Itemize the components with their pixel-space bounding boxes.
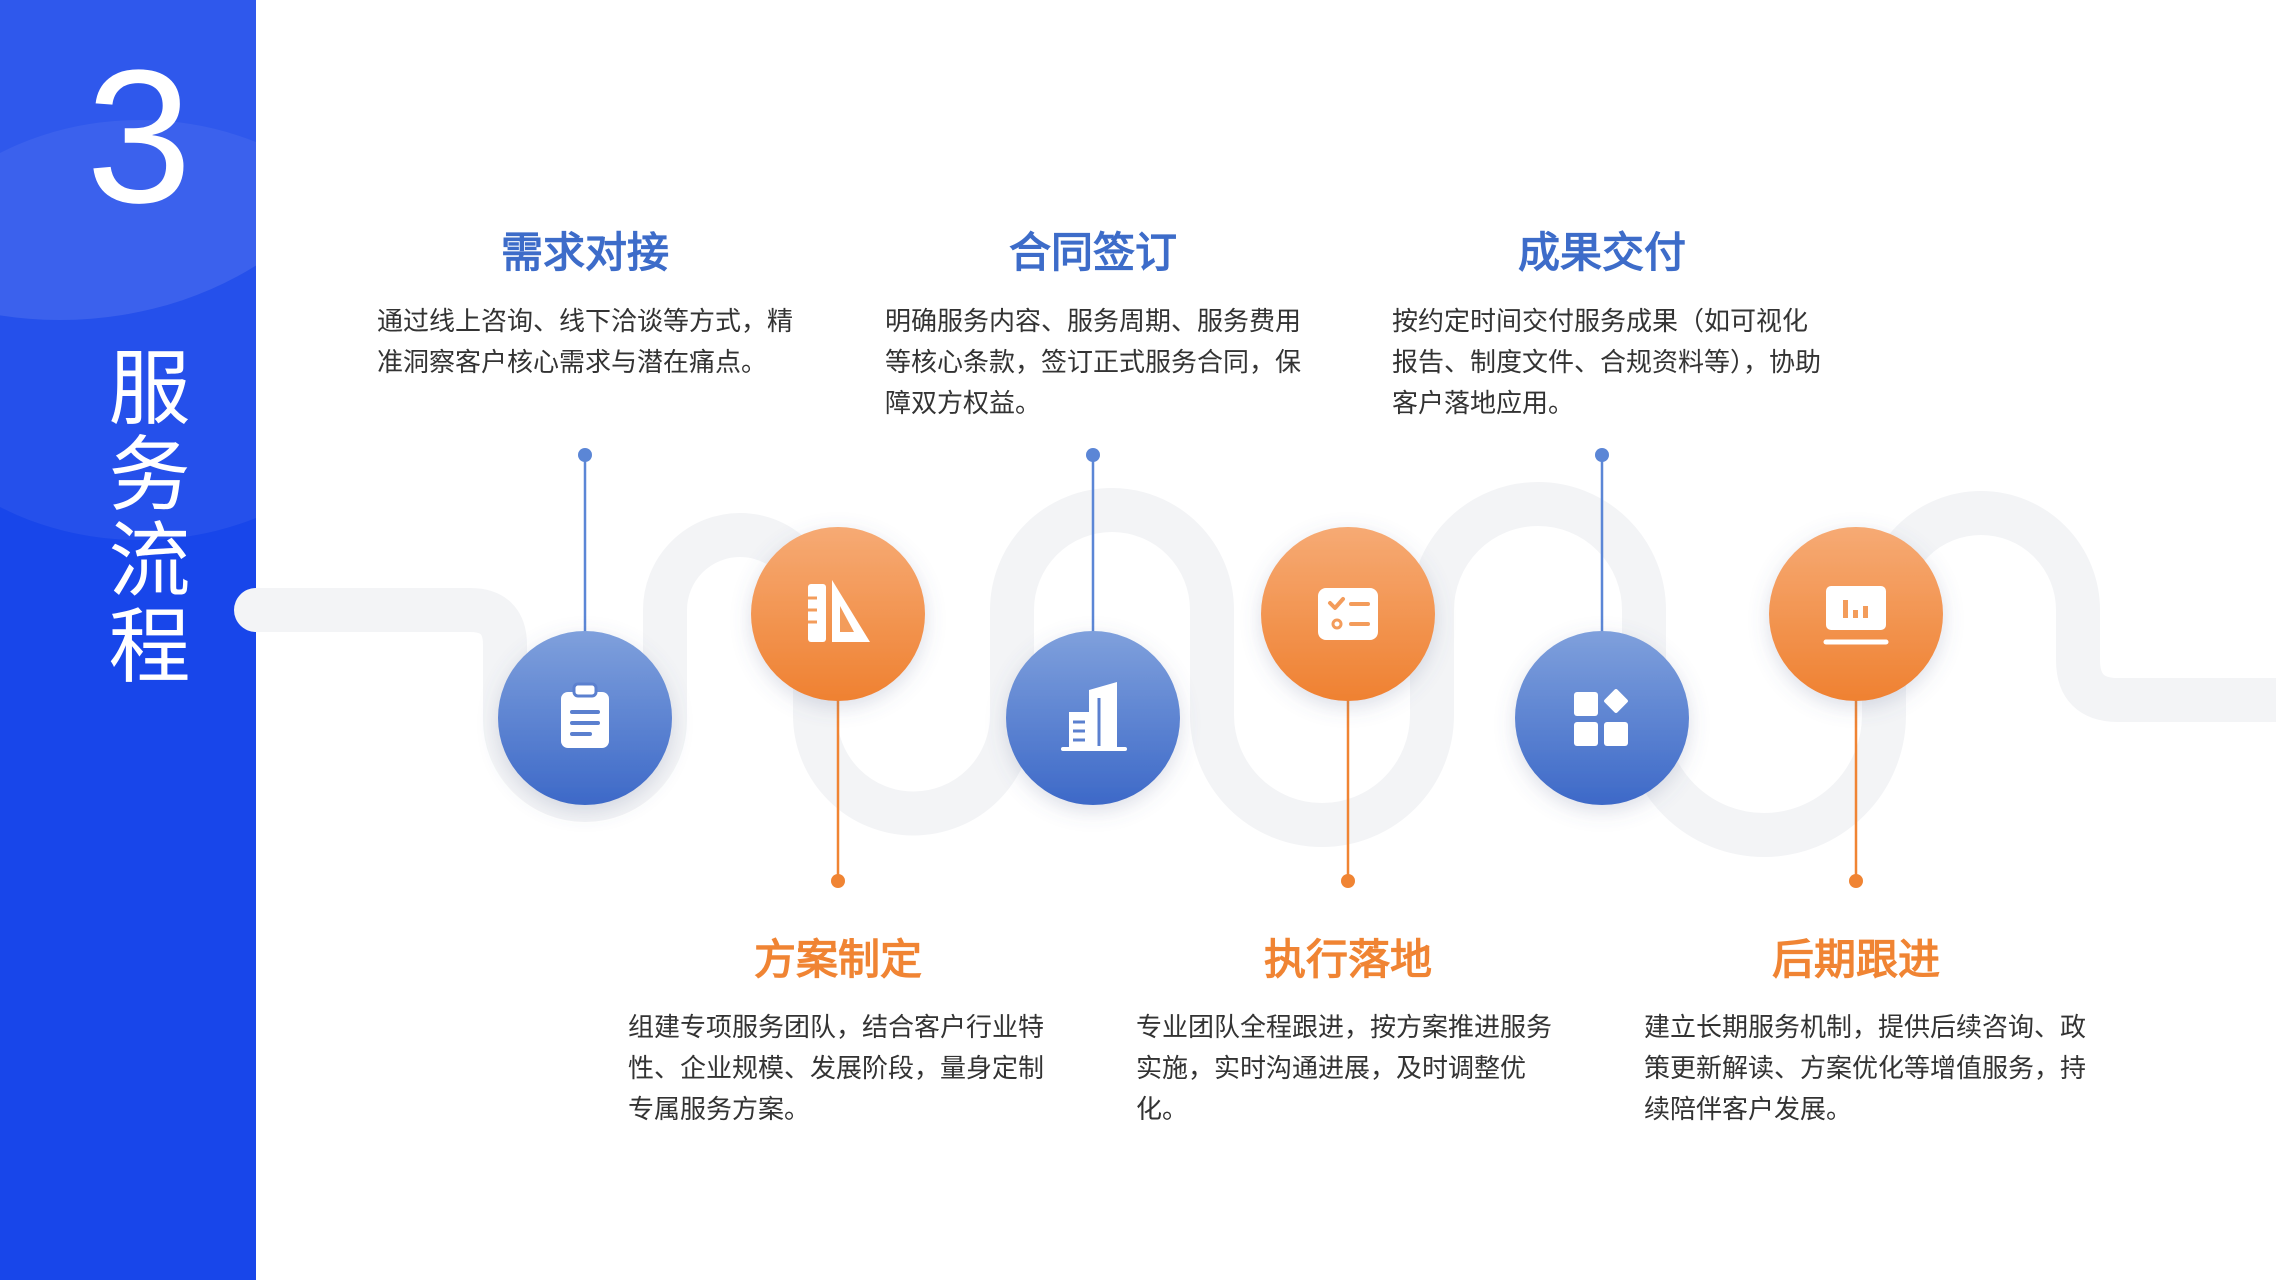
- step-2-title: 方案制定: [753, 935, 922, 984]
- connector-dot: [831, 874, 845, 888]
- clipboard-icon: [561, 682, 609, 748]
- sidebar-decoration: [0, 0, 256, 320]
- connector-dot: [1849, 874, 1863, 888]
- step-4-title: 执行落地: [1263, 935, 1432, 984]
- step-1-description: 通过线上咨询、线下洽谈等方式，精准洞察客户核心需求与潜在痛点。: [377, 307, 794, 378]
- step-5-description: 按约定时间交付服务成果（如可视化报告、制度文件、合规资料等），协助客户落地应用。: [1392, 307, 1822, 419]
- apps-grid-icon: [1574, 689, 1628, 746]
- connector-dot: [1595, 448, 1609, 462]
- sidebar: 3 服务流程: [0, 0, 256, 1280]
- connector-dot: [578, 448, 592, 462]
- checklist-icon: [1318, 588, 1378, 640]
- step-2-description: 组建专项服务团队，结合客户行业特性、企业规模、发展阶段，量身定制专属服务方案。: [628, 1013, 1045, 1125]
- sidebar-decoration: [0, 120, 256, 540]
- connector-dot: [1341, 874, 1355, 888]
- step-3-title: 合同签订: [1008, 228, 1177, 277]
- step-3-description: 明确服务内容、服务周期、服务费用等核心条款，签订正式服务合同，保障双方权益。: [885, 307, 1302, 419]
- monitor-chart-icon: [1823, 586, 1889, 645]
- step-6-title: 后期跟进: [1771, 935, 1940, 984]
- step-6-description: 建立长期服务机制，提供后续咨询、政策更新解读、方案优化等增值服务，持续陪伴客户发…: [1644, 1013, 2087, 1125]
- connector-dot: [1086, 448, 1100, 462]
- step-1-title: 需求对接: [500, 228, 669, 277]
- step-node-5: [1515, 631, 1689, 805]
- step-5-title: 成果交付: [1517, 228, 1686, 277]
- section-title: 服务流程: [94, 345, 189, 689]
- step-4-description: 专业团队全程跟进，按方案推进服务实施，实时沟通进展，及时调整优化。: [1136, 1013, 1553, 1125]
- ruler-triangle-icon: [808, 580, 870, 642]
- flow-track: [234, 482, 2276, 857]
- building-icon: [1061, 682, 1127, 751]
- section-number: 3: [86, 31, 192, 243]
